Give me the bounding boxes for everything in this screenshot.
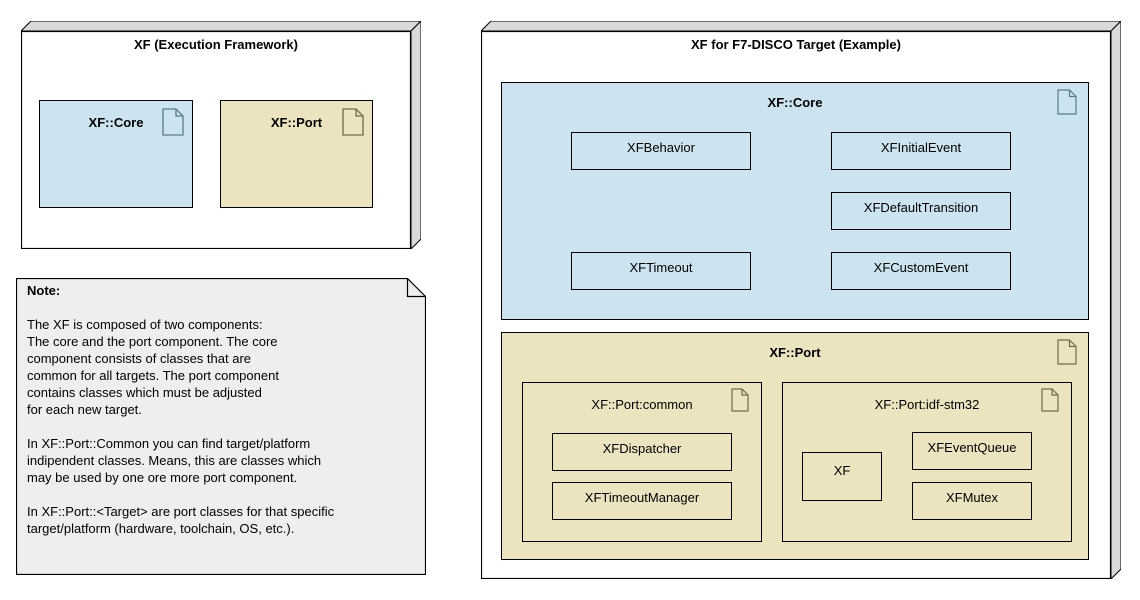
note-title: Note:	[27, 283, 61, 298]
right-node-title: XF for F7-DISCO Target (Example)	[691, 37, 901, 52]
class-xfeventqueue: XFEventQueue	[912, 432, 1032, 470]
left-node-title: XF (Execution Framework)	[134, 37, 298, 52]
component-xf-port: XF::Port	[220, 100, 373, 208]
subpackage-xf-port-idf-stm32: XF::Port:idf-stm32 XF XFEventQueue XFMut…	[782, 382, 1072, 542]
class-xf: XF	[802, 452, 882, 501]
class-xfmutex: XFMutex	[912, 482, 1032, 520]
class-xfdispatcher: XFDispatcher	[552, 433, 732, 471]
subpackage-xf-port-idf-stm32-title: XF::Port:idf-stm32	[874, 397, 980, 412]
note-paragraph: In XF::Port::Common you can find target/…	[27, 436, 322, 485]
component-xf-core: XF::Core	[39, 100, 193, 208]
note-shape	[16, 278, 426, 575]
document-icon	[1057, 89, 1077, 115]
class-xfdefaulttransition: XFDefaultTransition	[831, 192, 1011, 230]
class-xfbehavior: XFBehavior	[571, 132, 751, 170]
package-xf-core-title: XF::Core	[767, 95, 823, 110]
subpackage-xf-port-common: XF::Port:common XFDispatcher XFTimeoutMa…	[522, 382, 762, 542]
package-xf-port: XF::Port XF::Port:common XFDispatcher XF…	[501, 332, 1089, 560]
component-xf-core-label: XF::Core	[88, 115, 144, 130]
document-icon	[731, 388, 749, 412]
note-paragraph: The XF is composed of two components: Th…	[27, 317, 279, 417]
class-xfcustomevent: XFCustomEvent	[831, 252, 1011, 290]
package-xf-core: XF::Core XFBehavior XFInitialEvent XFDef…	[501, 82, 1089, 320]
document-icon	[1057, 339, 1077, 365]
component-xf-port-label: XF::Port	[270, 115, 323, 130]
right-node: XF for F7-DISCO Target (Example) XF::Cor…	[481, 31, 1111, 579]
left-node: XF (Execution Framework) XF::Core XF::Po…	[21, 31, 411, 249]
class-xfinitialevent: XFInitialEvent	[831, 132, 1011, 170]
document-icon	[342, 108, 364, 136]
package-xf-port-title: XF::Port	[769, 345, 821, 360]
note-paragraph: In XF::Port::<Target> are port classes f…	[27, 504, 335, 536]
document-icon	[1041, 388, 1059, 412]
class-xftimeout: XFTimeout	[571, 252, 751, 290]
subpackage-xf-port-common-title: XF::Port:common	[591, 397, 693, 412]
note: Note: The XF is composed of two componen…	[27, 282, 407, 554]
document-icon	[162, 108, 184, 136]
class-xftimeoutmanager: XFTimeoutManager	[552, 482, 732, 520]
